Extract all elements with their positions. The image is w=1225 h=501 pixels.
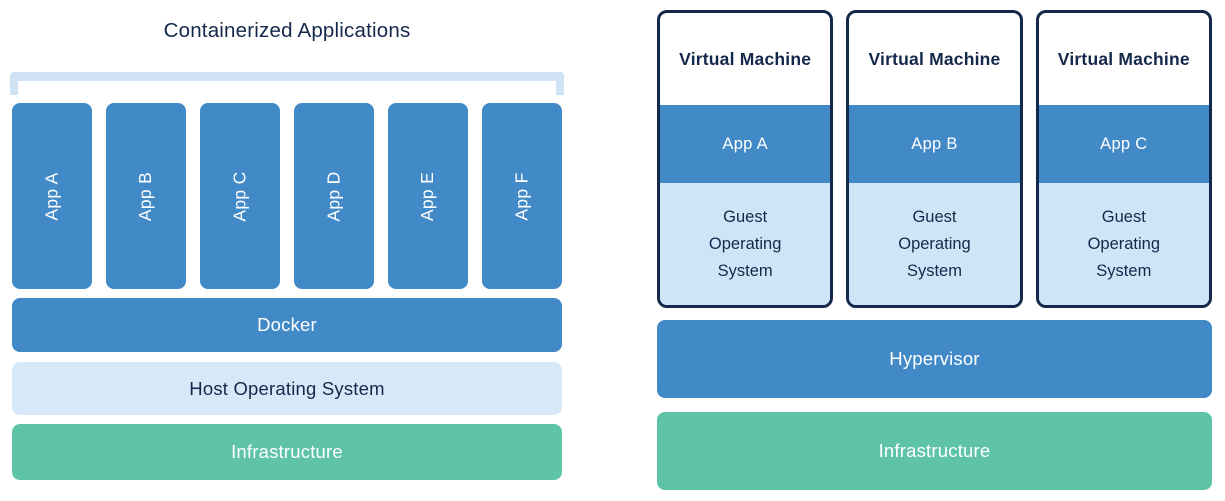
vm-card: Virtual Machine App C Guest Operating Sy…	[1035, 10, 1212, 308]
vm-app-layer: App C	[1038, 105, 1209, 183]
vm-guest-os-label: Guest Operating System	[898, 207, 971, 280]
vm-guest-os-label: Guest Operating System	[708, 207, 782, 280]
vm-title: Virtual Machine	[679, 48, 812, 69]
vm-guest-os-layer: Guest Operating System	[1038, 183, 1209, 305]
container-apps-row: App A App B App C App D App E App F	[12, 103, 562, 289]
vm-app-layer: App B	[849, 105, 1020, 183]
vm-guest-os-label: Guest Operating System	[1087, 207, 1161, 280]
container-app-label: App F	[511, 171, 532, 221]
container-app-box: App F	[482, 103, 562, 289]
containers-title: Containerized Applications	[163, 19, 411, 42]
vm-cards-row: Virtual Machine App A Guest Operating Sy…	[657, 10, 1212, 308]
container-app-label: App C	[229, 170, 250, 222]
container-app-label: App D	[323, 170, 344, 222]
container-app-box: App C	[200, 103, 280, 289]
hypervisor-layer: Hypervisor	[657, 320, 1212, 398]
vm-title: Virtual Machine	[1057, 48, 1190, 69]
vm-card: Virtual Machine App A Guest Operating Sy…	[657, 10, 834, 308]
containers-panel: Containerized Applications App A App B A…	[10, 0, 564, 501]
vm-card: Virtual Machine App B Guest Operating Sy…	[846, 10, 1023, 308]
container-app-box: App B	[106, 103, 186, 289]
container-app-label: App E	[417, 171, 438, 221]
container-app-label: App B	[135, 171, 156, 221]
docker-layer: Docker	[12, 298, 562, 352]
vm-title: Virtual Machine	[868, 48, 1001, 69]
vm-guest-os-layer: Guest Operating System	[849, 183, 1020, 305]
containers-bracket	[10, 72, 564, 95]
container-app-label: App A	[41, 171, 62, 221]
host-os-layer: Host Operating System	[12, 362, 562, 415]
infrastructure-layer-left: Infrastructure	[12, 424, 562, 480]
vm-guest-os-layer: Guest Operating System	[660, 183, 831, 305]
infrastructure-layer-right: Infrastructure	[657, 412, 1212, 490]
container-app-box: App E	[388, 103, 468, 289]
container-app-box: App D	[294, 103, 374, 289]
vm-app-layer: App A	[660, 105, 831, 183]
container-app-box: App A	[12, 103, 92, 289]
vms-panel: Virtual Machine App A Guest Operating Sy…	[657, 0, 1212, 501]
